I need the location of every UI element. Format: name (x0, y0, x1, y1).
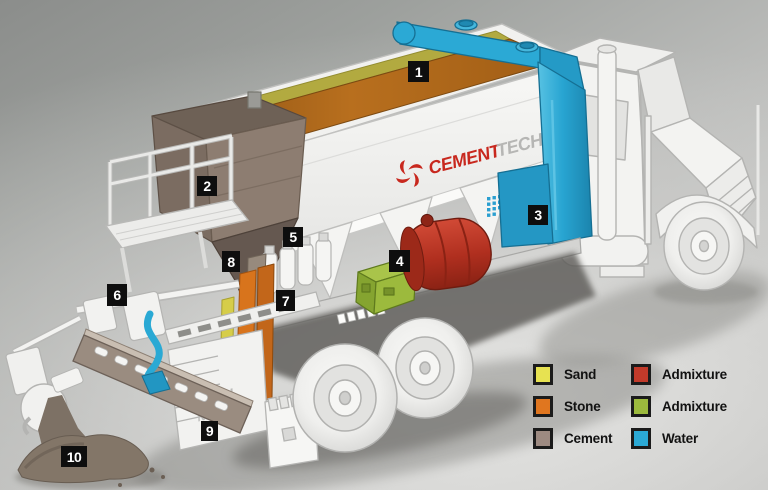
rear-wheels (292, 317, 474, 453)
callout-3-water-tank: 3 (528, 205, 548, 225)
callout-10-concrete-discharge: 10 (61, 446, 87, 467)
swing-arm (5, 279, 240, 396)
callout-5-admixture-dispensers: 5 (283, 227, 303, 247)
callout-1-aggregate-bin-top: 1 (408, 61, 429, 82)
callout-6-swing-arm: 6 (107, 284, 127, 306)
platform-railing (104, 133, 250, 293)
callout-7-material-feed: 7 (276, 290, 295, 311)
water-hose (141, 310, 171, 395)
callout-2-cement-bin: 2 (197, 176, 217, 196)
callout-9-rear-frame: 9 (201, 421, 218, 441)
water-tank (392, 19, 593, 248)
cementtech-swirl-icon (396, 160, 423, 187)
admixture-tank-red (400, 213, 492, 292)
callout-8-cement-feed: 8 (222, 251, 240, 272)
admixture-unit-green (355, 259, 417, 315)
callout-4-admixture-tank: 4 (389, 250, 410, 272)
